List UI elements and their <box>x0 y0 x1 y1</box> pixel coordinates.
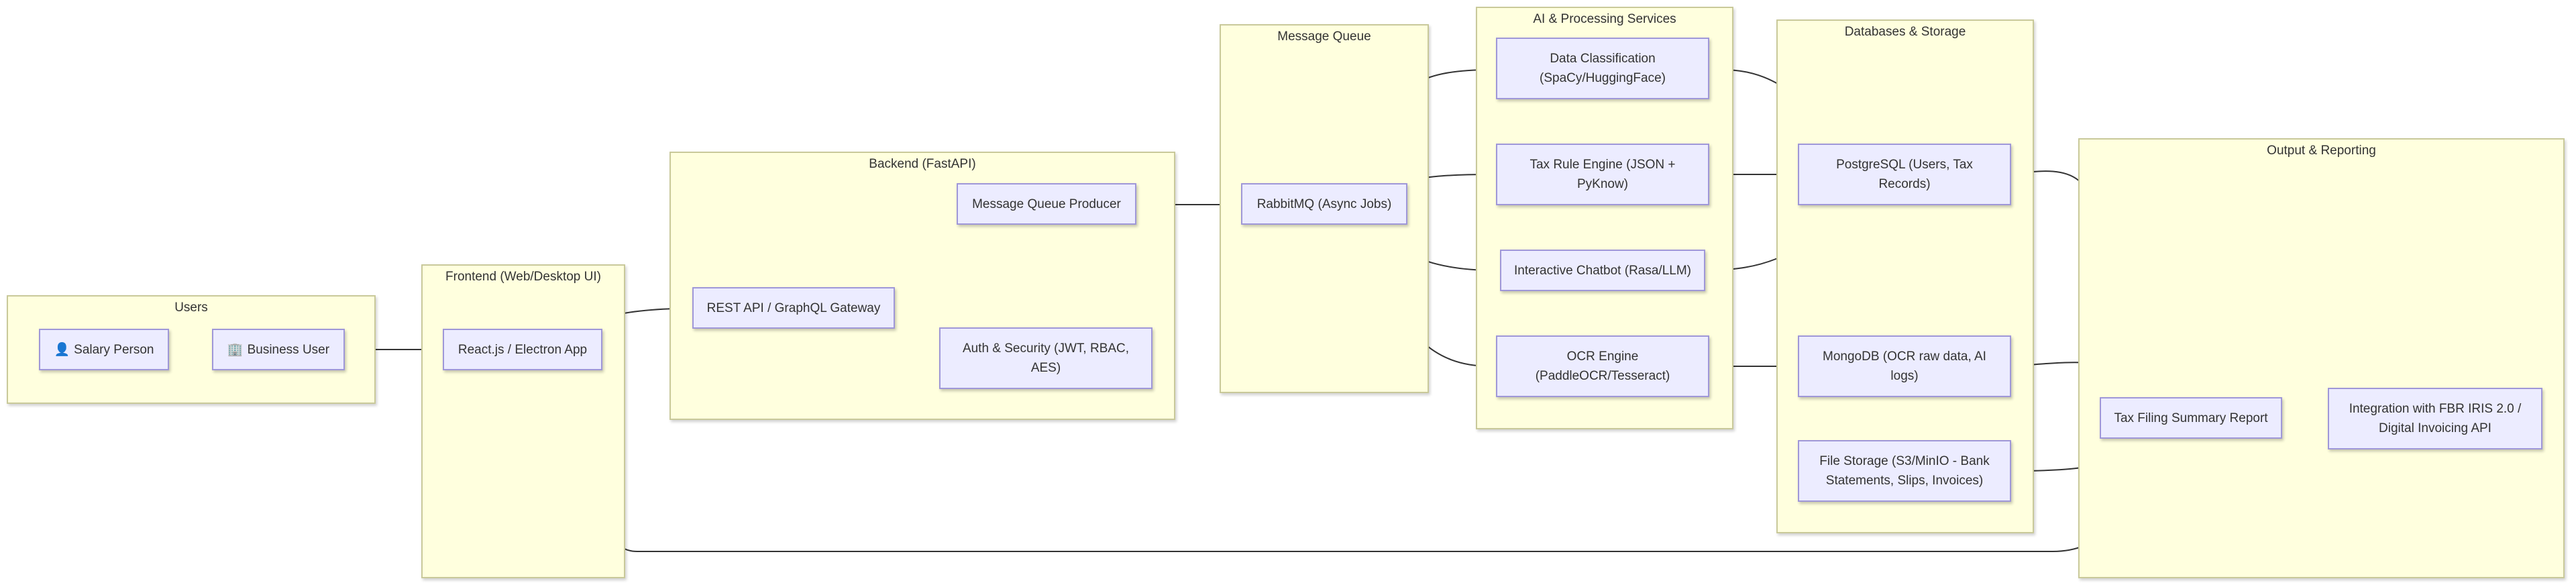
node-salary-person-label: Salary Person <box>74 342 154 357</box>
node-postgresql-label: PostgreSQL (Users, Tax Records) <box>1836 158 1973 191</box>
cluster-frontend-title: Frontend (Web/Desktop UI) <box>445 270 601 284</box>
cluster-output-title: Output & Reporting <box>2267 144 2376 158</box>
cluster-databases-title: Databases & Storage <box>1844 25 1966 39</box>
node-fbr-integration-label: Integration with FBR IRIS 2.0 / Digital … <box>2349 402 2522 435</box>
node-rabbitmq-label: RabbitMQ (Async Jobs) <box>1256 197 1392 211</box>
node-postgresql: PostgreSQL (Users, Tax Records) <box>1798 144 2011 205</box>
node-react-app: React.js / Electron App <box>443 329 602 370</box>
node-data-classification-label: Data Classification (SpaCy/HuggingFace) <box>1540 52 1666 85</box>
cluster-output: Output & Reporting <box>2078 138 2565 578</box>
node-fbr-integration: Integration with FBR IRIS 2.0 / Digital … <box>2328 388 2542 449</box>
cluster-ai-processing-title: AI & Processing Services <box>1533 12 1676 26</box>
cluster-backend-title: Backend (FastAPI) <box>869 157 976 171</box>
node-ocr-engine: OCR Engine (PaddleOCR/Tesseract) <box>1496 335 1709 397</box>
node-gateway-label: REST API / GraphQL Gateway <box>706 301 881 315</box>
node-file-storage: File Storage (S3/MinIO - Bank Statements… <box>1798 440 2011 502</box>
cluster-message-queue-title: Message Queue <box>1277 30 1371 44</box>
node-business-user-label: Business User <box>247 342 330 357</box>
node-rabbitmq: RabbitMQ (Async Jobs) <box>1241 183 1407 225</box>
node-business-user: 🏢Business User <box>212 329 345 370</box>
node-mq-producer-label: Message Queue Producer <box>972 197 1121 211</box>
cluster-frontend: Frontend (Web/Desktop UI) <box>421 264 625 578</box>
node-mongodb-label: MongoDB (OCR raw data, AI logs) <box>1823 350 1986 383</box>
node-mongodb: MongoDB (OCR raw data, AI logs) <box>1798 335 2011 397</box>
node-tax-rule-engine: Tax Rule Engine (JSON + PyKnow) <box>1496 144 1709 205</box>
node-auth-security: Auth & Security (JWT, RBAC, AES) <box>939 327 1152 389</box>
person-icon: 👤 <box>54 342 70 357</box>
node-tax-rule-engine-label: Tax Rule Engine (JSON + PyKnow) <box>1529 158 1676 191</box>
node-file-storage-label: File Storage (S3/MinIO - Bank Statements… <box>1819 454 1990 488</box>
node-gateway: REST API / GraphQL Gateway <box>692 287 895 329</box>
cluster-users-title: Users <box>174 301 208 315</box>
node-ocr-engine-label: OCR Engine (PaddleOCR/Tesseract) <box>1535 350 1670 383</box>
node-chatbot-label: Interactive Chatbot (Rasa/LLM) <box>1513 263 1691 278</box>
node-mq-producer: Message Queue Producer <box>957 183 1136 225</box>
node-salary-person: 👤 Salary Person <box>39 329 169 370</box>
node-react-app-label: React.js / Electron App <box>458 342 588 357</box>
building-icon: 🏢 <box>227 342 244 357</box>
node-chatbot: Interactive Chatbot (Rasa/LLM) <box>1500 250 1705 291</box>
node-auth-security-label: Auth & Security (JWT, RBAC, AES) <box>962 341 1130 375</box>
node-summary-report: Tax Filing Summary Report <box>2100 397 2282 439</box>
node-summary-report-label: Tax Filing Summary Report <box>2114 411 2268 425</box>
node-data-classification: Data Classification (SpaCy/HuggingFace) <box>1496 38 1709 99</box>
